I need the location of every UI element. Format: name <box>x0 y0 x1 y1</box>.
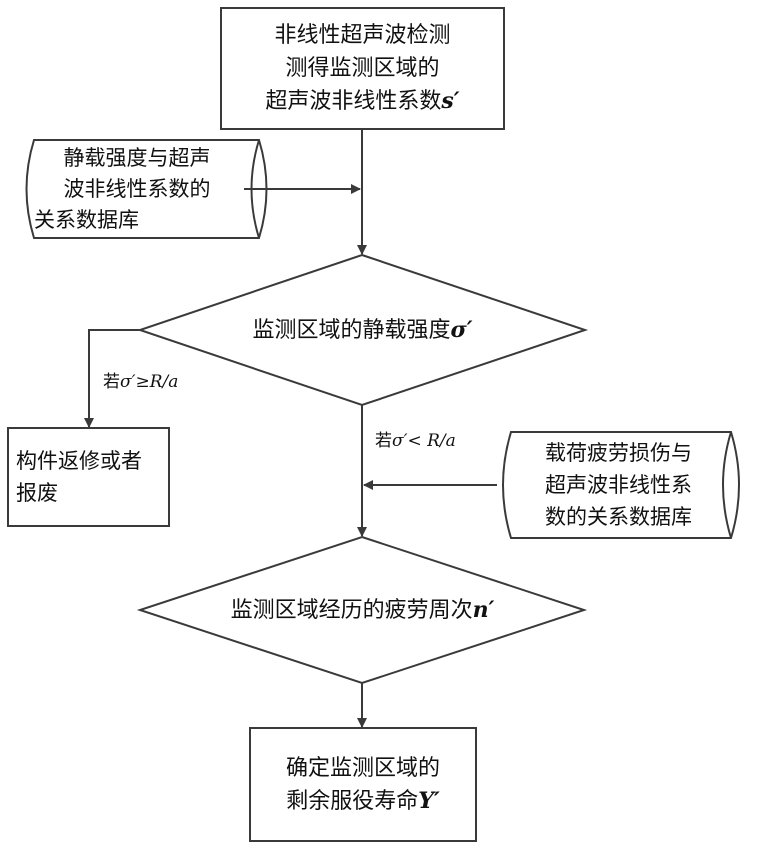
detection-line-3-text: 超声波非线性系数 <box>265 89 441 114</box>
detection-line-1: 非线性超声波检测 <box>274 19 450 52</box>
result-line-2-text: 剩余服役寿命 <box>286 789 418 814</box>
branch-scrap-prefix: 若 <box>103 372 120 392</box>
detection-line-3: 超声波非线性系数s′ <box>265 85 459 118</box>
scrap-line-2: 报废 <box>16 477 58 509</box>
result-line-2: 剩余服役寿命Y′ <box>286 785 440 818</box>
remaining-life-variable: Y′ <box>418 788 440 814</box>
fatigue-cycles-variable: n′ <box>473 594 495 627</box>
scrap-line-1: 构件返修或者 <box>16 445 142 477</box>
repair-or-scrap-label: 构件返修或者 报废 <box>8 428 169 526</box>
database-static-strength-label: 静载强度与超声 波非线性系数的 关系数据库 <box>30 140 244 238</box>
database-fatigue-damage-label: 载荷疲劳损伤与 超声波非线性系 数的关系数据库 <box>506 432 731 538</box>
result-line-1: 确定监测区域的 <box>286 752 440 785</box>
detection-box-label: 非线性超声波检测 测得监测区域的 超声波非线性系数s′ <box>221 8 504 129</box>
database2-line-1: 载荷疲劳损伤与 <box>545 437 692 469</box>
database1-line-1: 静载强度与超声 <box>64 143 211 174</box>
nonlinear-coefficient-variable: s′ <box>441 88 459 114</box>
decision2-text: 监测区域经历的疲劳周次 <box>231 594 473 627</box>
detection-line-2: 测得监测区域的 <box>285 52 439 85</box>
branch-continue-condition: σ′< R/a <box>392 431 456 451</box>
branch-condition-continue: 若σ′< R/a <box>375 431 456 451</box>
database2-line-2: 超声波非线性系 <box>545 469 692 501</box>
database1-line-3: 关系数据库 <box>30 205 139 236</box>
remaining-life-label: 确定监测区域的 剩余服役寿命Y′ <box>250 728 476 841</box>
branch-scrap-condition: σ′≥R/a <box>120 372 178 392</box>
static-strength-variable: σ′ <box>450 314 472 347</box>
decision-static-strength-label: 监测区域的静载强度σ′ <box>190 312 535 348</box>
database1-line-2: 波非线性系数的 <box>64 174 211 205</box>
branch-condition-scrap: 若σ′≥R/a <box>103 372 178 392</box>
decision1-text: 监测区域的静载强度 <box>252 314 450 347</box>
database2-line-3: 数的关系数据库 <box>545 501 692 533</box>
branch-continue-prefix: 若 <box>375 431 392 451</box>
decision-fatigue-cycles-label: 监测区域经历的疲劳周次n′ <box>180 592 545 628</box>
